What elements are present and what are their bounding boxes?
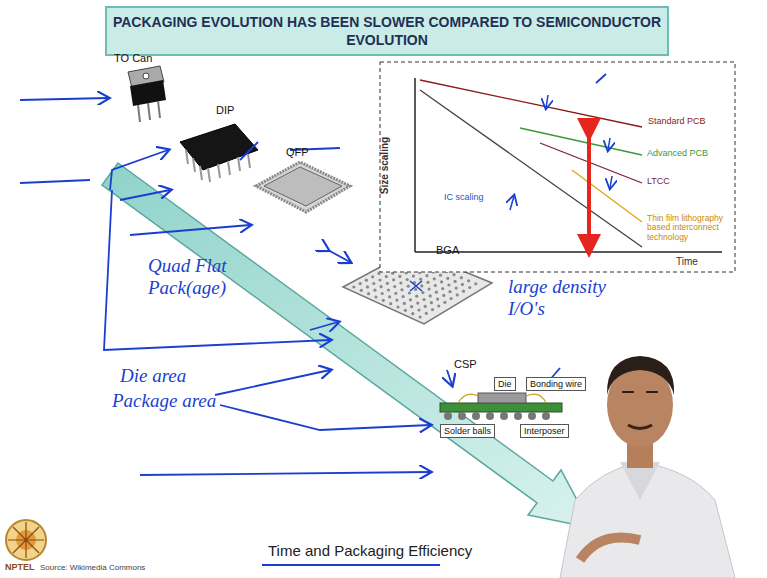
source-note: Source: Wikimedia Commons: [40, 564, 145, 573]
hand-annotations: [20, 74, 606, 565]
to-can-package: [128, 66, 166, 122]
package-name: CSP: [454, 358, 477, 370]
handwritten-note: Quad Flat Pack(age): [148, 255, 248, 299]
handwritten-note: Package area: [112, 390, 216, 412]
presenter-photo: [560, 356, 735, 578]
axis-label: Time: [676, 256, 698, 267]
curve-label: LTCC: [647, 177, 670, 187]
callout-text: Bonding wire: [530, 379, 582, 389]
dip-package: [180, 124, 258, 182]
curve-label: IC scaling: [444, 193, 484, 203]
package-name: BGA: [436, 244, 459, 256]
curve-label: Advanced PCB: [647, 149, 708, 159]
curve-label: Thin film lithography based interconnect…: [647, 214, 731, 242]
callout-text: Solder balls: [444, 426, 491, 436]
handwritten-note: Die area: [120, 365, 186, 387]
axis-label: Size scaling: [379, 137, 390, 194]
callout-box: Die: [494, 377, 516, 391]
logo-text: NPTEL: [4, 563, 36, 573]
handwritten-note: large density I/O's: [508, 276, 628, 320]
csp-package: [440, 393, 562, 420]
curve-label: Standard PCB: [648, 117, 706, 127]
package-name: DIP: [216, 104, 234, 116]
callout-text: Interposer: [524, 426, 565, 436]
package-name: QFP: [286, 146, 309, 158]
title-banner: PACKAGING EVOLUTION HAS BEEN SLOWER COMP…: [105, 6, 669, 56]
scaling-chart: [380, 62, 735, 272]
callout-text: Die: [498, 379, 512, 389]
callout-box: Interposer: [520, 424, 569, 438]
caption-text: Time and Packaging Efficiency: [268, 543, 472, 560]
callout-box: Bonding wire: [526, 377, 586, 391]
callout-box: Solder balls: [440, 424, 495, 438]
qfp-package: [256, 162, 350, 212]
nptel-logo: [6, 520, 46, 560]
package-name: TO Can: [114, 52, 152, 64]
